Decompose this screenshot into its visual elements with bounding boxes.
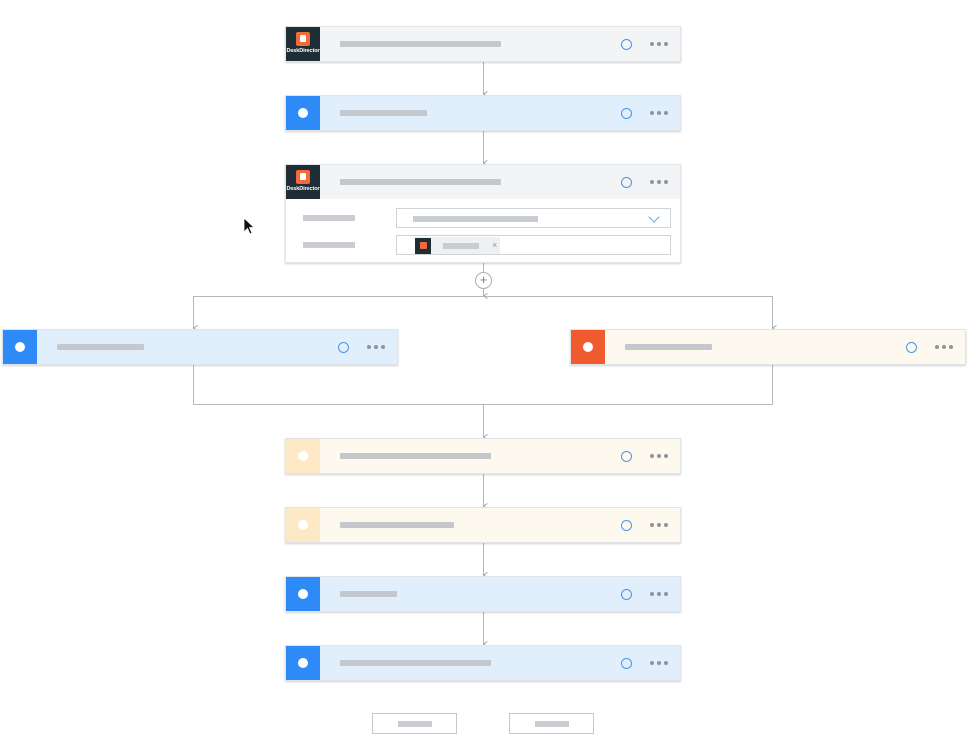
action-step-card[interactable] xyxy=(285,438,681,474)
button-label-placeholder xyxy=(534,720,569,727)
button-label-placeholder xyxy=(397,720,432,727)
more-options-icon[interactable] xyxy=(650,592,668,596)
status-circle-icon[interactable] xyxy=(621,450,632,462)
deskdirector-logo-text: DeskDirector xyxy=(286,186,320,192)
step-title-placeholder xyxy=(625,344,712,350)
mouse-cursor-icon xyxy=(243,217,255,235)
more-options-icon[interactable] xyxy=(650,180,668,184)
remove-tag-icon[interactable]: × xyxy=(492,240,498,250)
white-dot-icon xyxy=(298,658,308,668)
status-circle-icon[interactable] xyxy=(621,588,632,600)
step-title-placeholder xyxy=(340,179,501,185)
more-options-icon[interactable] xyxy=(650,42,668,46)
deskdirector-logo: DeskDirector xyxy=(286,27,320,61)
status-circle-icon[interactable] xyxy=(621,519,632,531)
deskdirector-logo-text: DeskDirector xyxy=(286,48,320,54)
status-circle-icon[interactable] xyxy=(338,341,349,353)
status-circle-icon[interactable] xyxy=(906,341,917,353)
white-dot-icon xyxy=(298,108,308,118)
step-icon xyxy=(286,646,320,680)
dropdown-field[interactable] xyxy=(396,208,671,228)
expanded-card-header[interactable]: DeskDirector xyxy=(286,165,680,199)
tag-input-field[interactable]: × xyxy=(396,235,671,255)
more-options-icon[interactable] xyxy=(650,111,668,115)
step-icon xyxy=(286,508,320,542)
status-circle-icon[interactable] xyxy=(621,107,632,119)
more-options-icon[interactable] xyxy=(935,345,953,349)
step-title-placeholder xyxy=(340,522,454,528)
more-options-icon[interactable] xyxy=(650,523,668,527)
status-circle-icon[interactable] xyxy=(621,176,632,188)
step-icon xyxy=(571,330,605,364)
deskdirector-logo-mark xyxy=(296,170,310,184)
step-icon xyxy=(286,577,320,611)
selected-tag[interactable]: × xyxy=(415,237,500,254)
step-title-placeholder xyxy=(340,110,427,116)
step-title-placeholder xyxy=(57,344,144,350)
trigger-step-card[interactable]: DeskDirector xyxy=(285,26,681,62)
more-options-icon[interactable] xyxy=(650,661,668,665)
white-dot-icon xyxy=(298,451,308,461)
step-title-placeholder xyxy=(340,41,501,47)
step-icon xyxy=(3,330,37,364)
chevron-down-icon[interactable] xyxy=(648,211,660,223)
expanded-action-card[interactable]: DeskDirector × xyxy=(285,164,681,263)
field-label xyxy=(303,215,355,221)
status-circle-icon[interactable] xyxy=(621,38,632,50)
status-circle-icon[interactable] xyxy=(621,657,632,669)
more-options-icon[interactable] xyxy=(650,454,668,458)
dropdown-value-placeholder xyxy=(413,216,538,222)
branch-left-step-card[interactable] xyxy=(2,329,398,365)
white-dot-icon xyxy=(583,342,593,352)
more-options-icon[interactable] xyxy=(367,345,385,349)
deskdirector-logo-mark xyxy=(296,32,310,46)
deskdirector-mini-logo xyxy=(415,237,431,254)
branch-right-step-card[interactable] xyxy=(570,329,966,365)
step-title-placeholder xyxy=(340,591,397,597)
field-label xyxy=(303,242,355,248)
step-title-placeholder xyxy=(340,660,491,666)
action-step-card[interactable] xyxy=(285,645,681,681)
step-icon xyxy=(286,96,320,130)
field-row-dropdown xyxy=(286,208,680,228)
deskdirector-logo: DeskDirector xyxy=(286,165,320,199)
white-dot-icon xyxy=(298,589,308,599)
white-dot-icon xyxy=(298,520,308,530)
step-title-placeholder xyxy=(340,453,491,459)
step-icon xyxy=(286,439,320,473)
action-step-card[interactable] xyxy=(285,95,681,131)
white-dot-icon xyxy=(15,342,25,352)
add-step-button[interactable]: + xyxy=(475,272,492,289)
footer-button-left[interactable] xyxy=(372,713,457,734)
action-step-card[interactable] xyxy=(285,507,681,543)
field-row-tags: × xyxy=(286,235,680,255)
action-step-card[interactable] xyxy=(285,576,681,612)
footer-button-right[interactable] xyxy=(509,713,594,734)
tag-label-placeholder xyxy=(443,242,479,249)
